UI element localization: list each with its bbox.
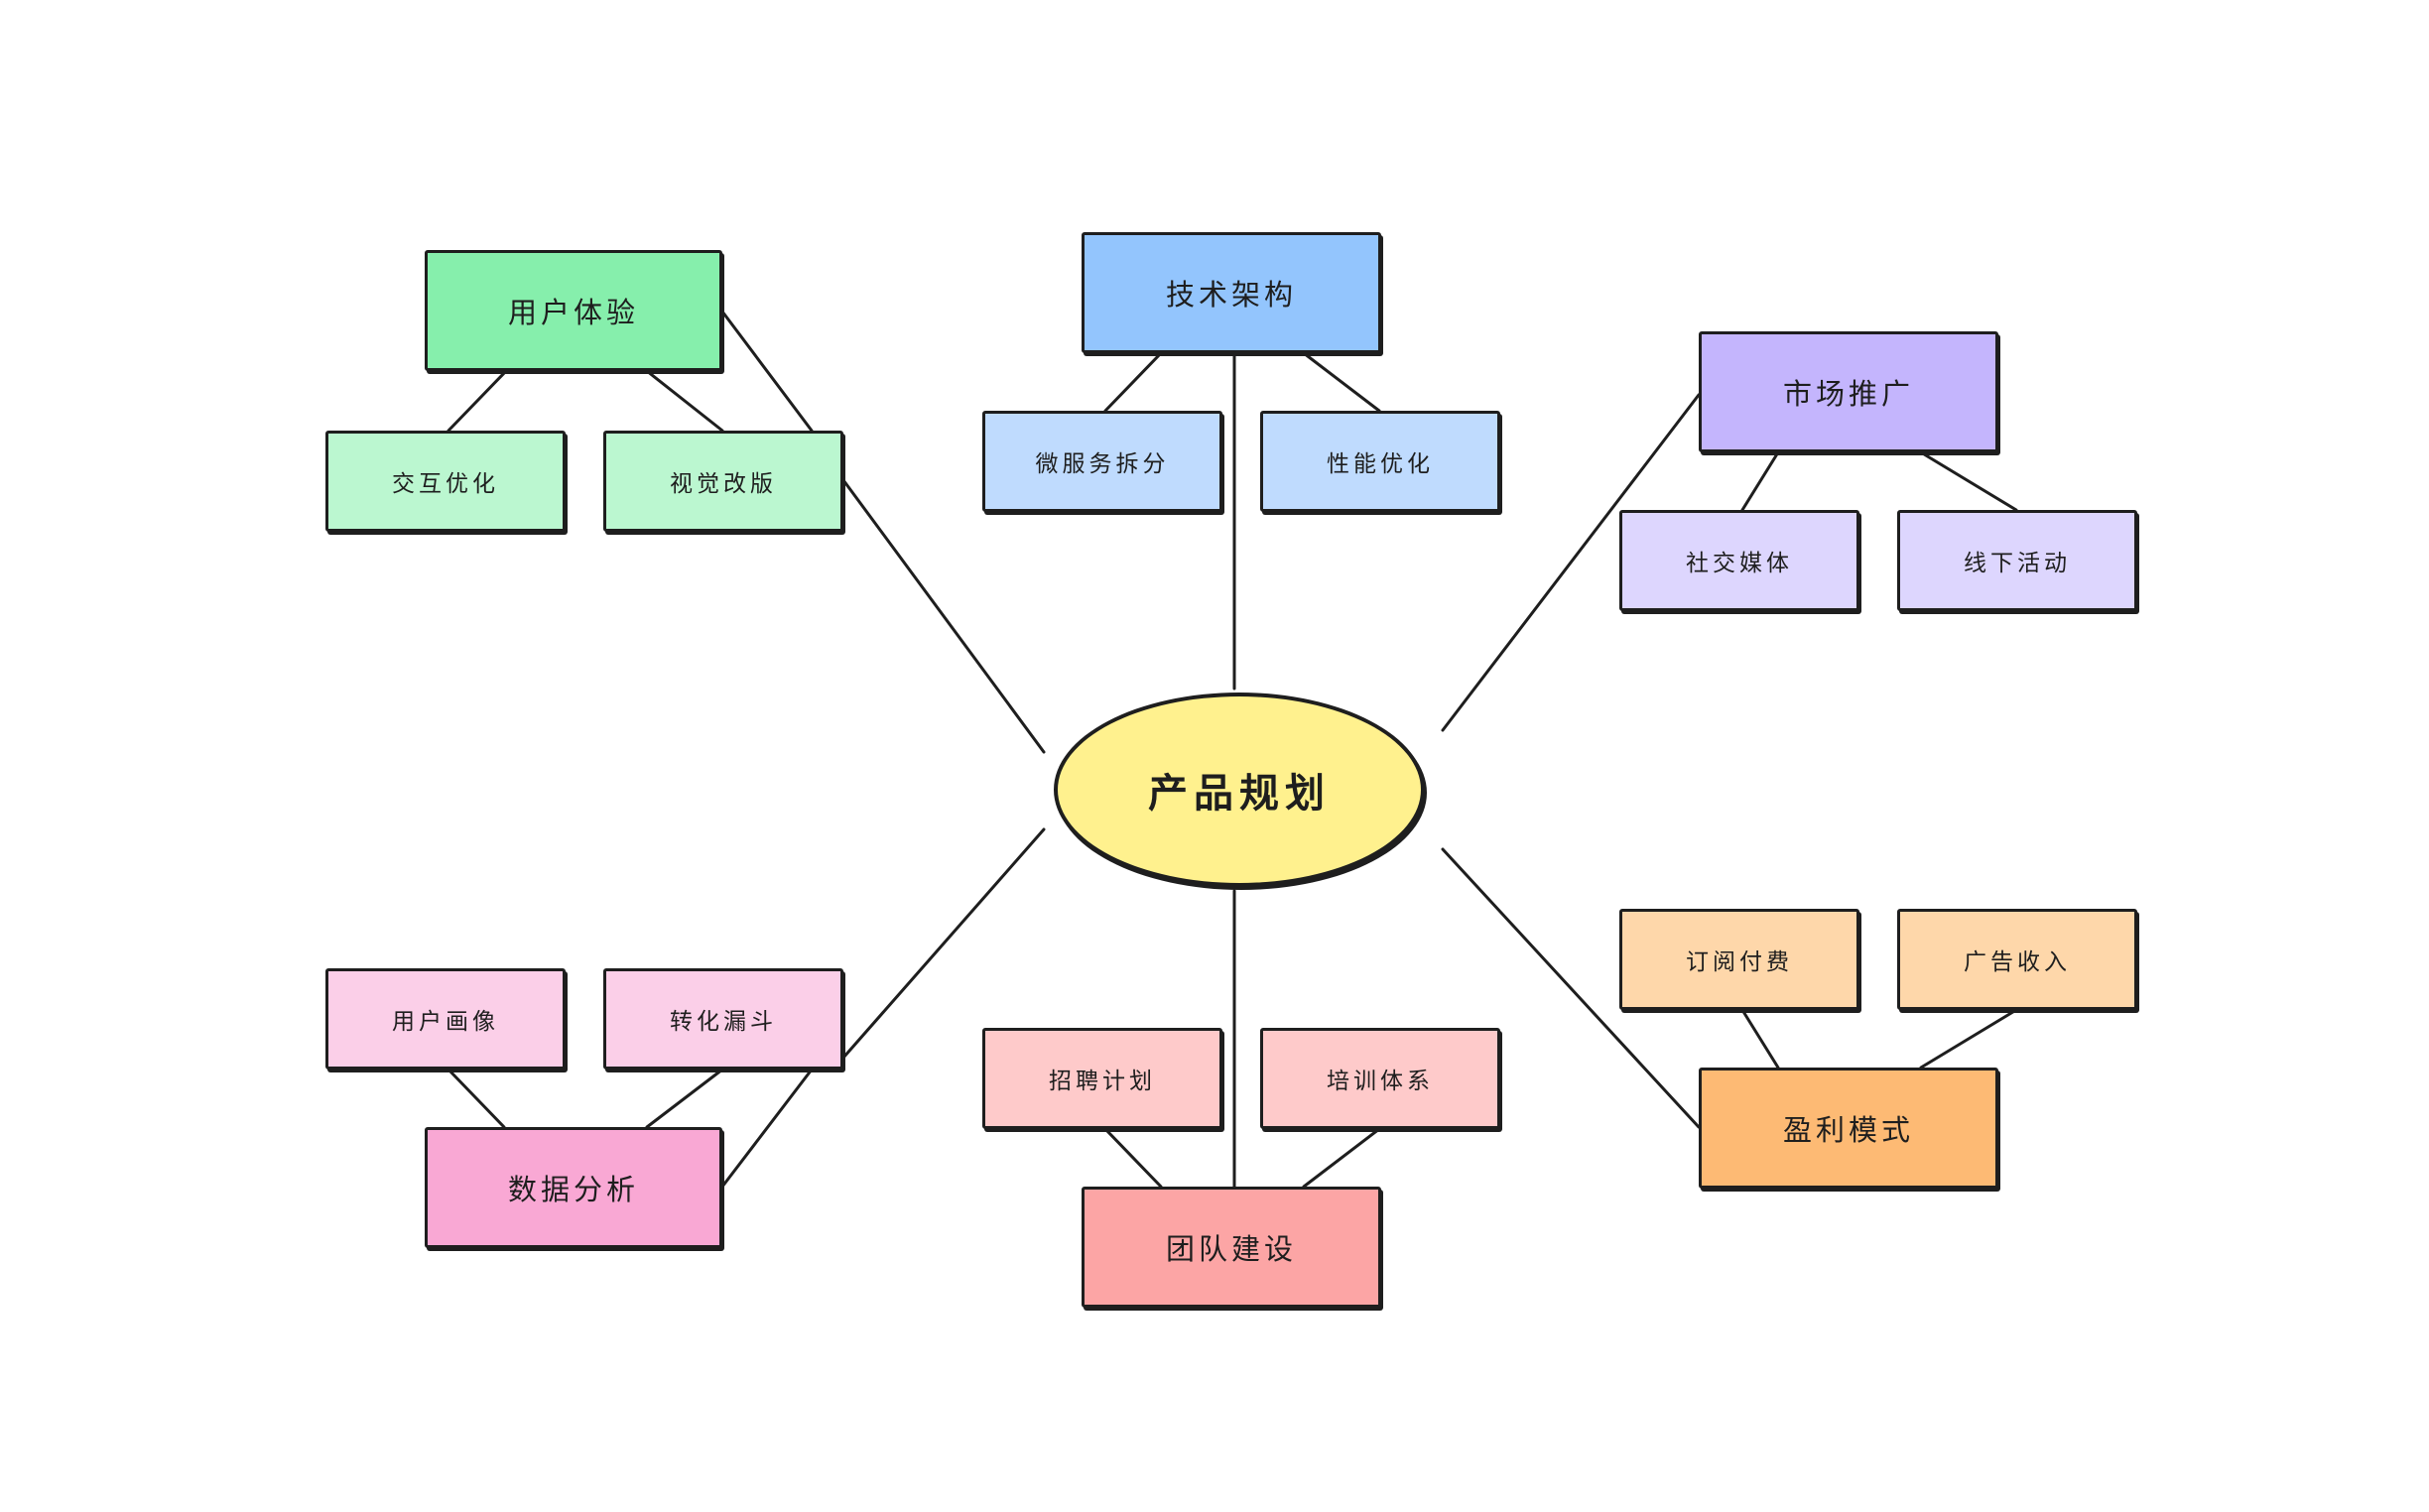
link-data-1 (447, 1068, 506, 1129)
link-tech-2 (1302, 351, 1381, 413)
link-rev-2 (1919, 1008, 2018, 1070)
leaf-node-tech-2[interactable]: 性能优化 (1260, 411, 1500, 512)
link-center-ux (841, 478, 1046, 754)
link-ux-2 (645, 369, 724, 433)
link-ux-side (720, 310, 814, 433)
leaf-node-ux-1[interactable]: 交互优化 (325, 431, 566, 532)
leaf-node-ux-2[interactable]: 视觉改版 (603, 431, 843, 532)
branch-node-ux[interactable]: 用户体验 (425, 250, 722, 371)
leaf-node-team-2[interactable]: 培训体系 (1260, 1028, 1500, 1129)
branch-node-tech[interactable]: 技术架构 (1082, 232, 1381, 353)
leaf-node-tech-1[interactable]: 微服务拆分 (982, 411, 1222, 512)
leaf-node-revenue-1[interactable]: 订阅付费 (1619, 909, 1859, 1010)
link-ux-1 (447, 369, 508, 433)
link-team-1 (1103, 1127, 1163, 1189)
link-center-data (841, 827, 1046, 1060)
link-team-2 (1302, 1127, 1381, 1189)
link-data-2 (645, 1068, 724, 1129)
link-tech-1 (1103, 351, 1163, 413)
link-center-mkt (1441, 393, 1701, 732)
leaf-node-marketing-2[interactable]: 线下活动 (1897, 510, 2137, 611)
link-data-side (720, 1068, 814, 1189)
branch-node-marketing[interactable]: 市场推广 (1699, 331, 1998, 452)
link-mkt-1 (1740, 450, 1780, 512)
branch-node-team[interactable]: 团队建设 (1082, 1187, 1381, 1308)
link-mkt-2 (1919, 450, 2018, 512)
link-center-rev (1441, 847, 1701, 1129)
branch-node-revenue[interactable]: 盈利模式 (1699, 1068, 1998, 1189)
leaf-node-team-1[interactable]: 招聘计划 (982, 1028, 1222, 1129)
leaf-node-revenue-2[interactable]: 广告收入 (1897, 909, 2137, 1010)
leaf-node-data-1[interactable]: 用户画像 (325, 968, 566, 1070)
leaf-node-data-2[interactable]: 转化漏斗 (603, 968, 843, 1070)
center-node[interactable]: 产品规划 (1054, 693, 1425, 887)
link-rev-1 (1740, 1008, 1780, 1070)
branch-node-data[interactable]: 数据分析 (425, 1127, 722, 1248)
leaf-node-marketing-1[interactable]: 社交媒体 (1619, 510, 1859, 611)
